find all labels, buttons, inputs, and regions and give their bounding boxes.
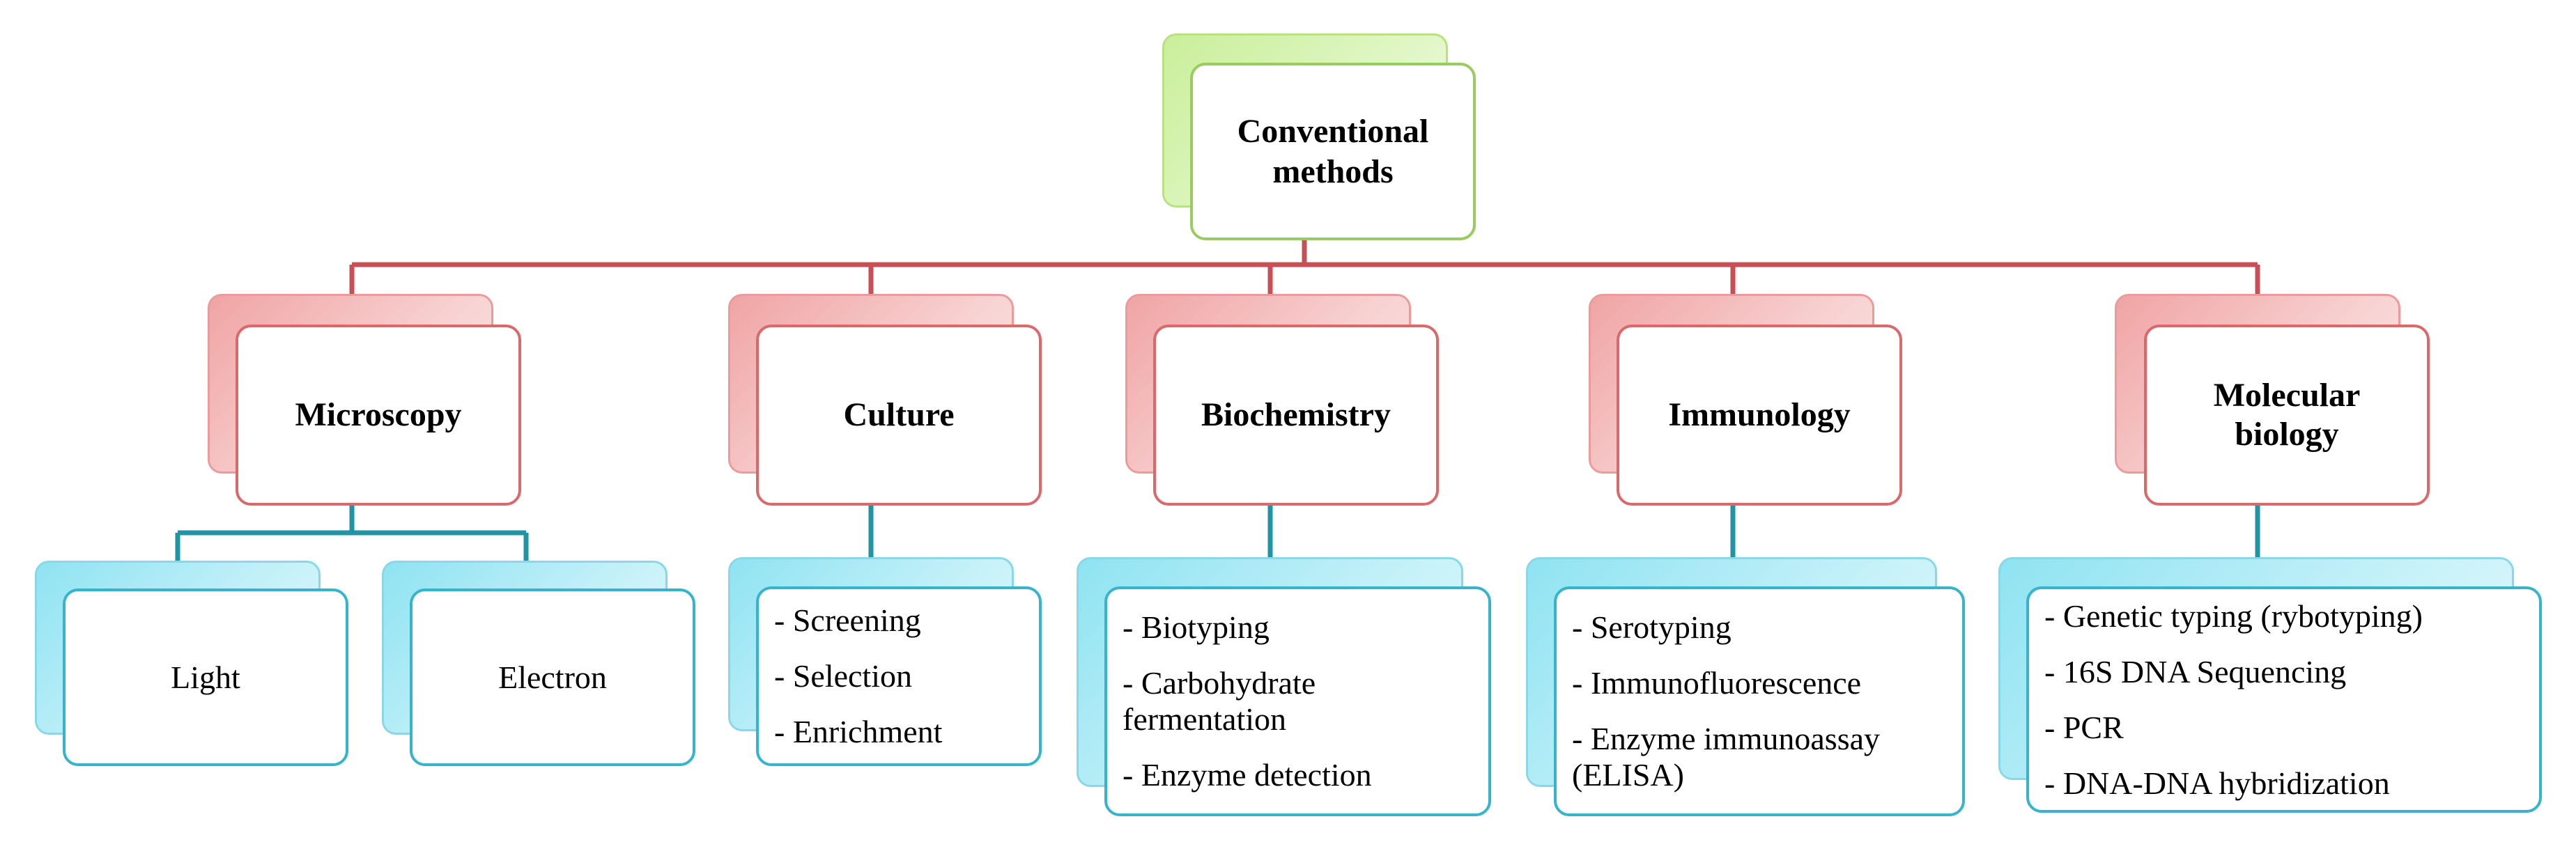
leaf-item: - Biotyping [1123, 609, 1270, 645]
leaf-item: - Serotyping [1572, 609, 1732, 645]
category-immunology: Immunology [1617, 325, 1902, 506]
leaf-item: - Screening [774, 602, 921, 638]
leaf-item: Light [171, 659, 240, 695]
leaf-culture: - Screening - Selection - Enrichment [756, 586, 1042, 766]
category-culture-label: Culture [843, 396, 955, 433]
leaf-item: - Enzyme detection [1123, 757, 1372, 793]
leaf-item: - Enrichment [774, 714, 943, 749]
category-microscopy-label: Microscopy [295, 396, 462, 433]
leaf-item: Electron [498, 659, 607, 695]
leaf-item: - Genetic typing (rybotyping) [2044, 598, 2423, 634]
category-molecular-biology: Molecular biology [2144, 325, 2430, 506]
leaf-item: - Immunofluorescence [1572, 665, 1862, 701]
leaf-item: - PCR [2044, 709, 2124, 745]
category-connectors [175, 505, 2260, 561]
category-culture: Culture [756, 325, 1042, 506]
leaf-immunology: - Serotyping - Immunofluorescence - Enzy… [1554, 586, 1965, 816]
category-molecular-biology-label: Molecular biology [2213, 377, 2361, 453]
leaf-biochemistry: - Biotyping - Carbohydrate fermentation … [1104, 586, 1491, 816]
root-label: Conventional methods [1237, 112, 1429, 190]
leaf-item: - 16S DNA Sequencing [2044, 653, 2347, 689]
leaf-light: Light [63, 588, 348, 766]
category-biochemistry-label: Biochemistry [1201, 396, 1391, 433]
root-connectors [349, 240, 2260, 296]
leaf-electron: Electron [410, 588, 695, 766]
leaf-item: - DNA-DNA hybridization [2044, 765, 2390, 801]
root-node: Conventional methods [1190, 63, 1476, 240]
leaf-item: - Carbohydrate fermentation [1123, 665, 1316, 737]
leaf-item: - Selection [774, 658, 912, 694]
leaf-item: - Enzyme immunoassay (ELISA) [1572, 721, 1881, 793]
category-immunology-label: Immunology [1668, 396, 1851, 433]
category-microscopy: Microscopy [236, 325, 521, 506]
category-biochemistry: Biochemistry [1153, 325, 1439, 506]
leaf-molecular-biology: - Genetic typing (rybotyping) - 16S DNA … [2026, 586, 2542, 813]
